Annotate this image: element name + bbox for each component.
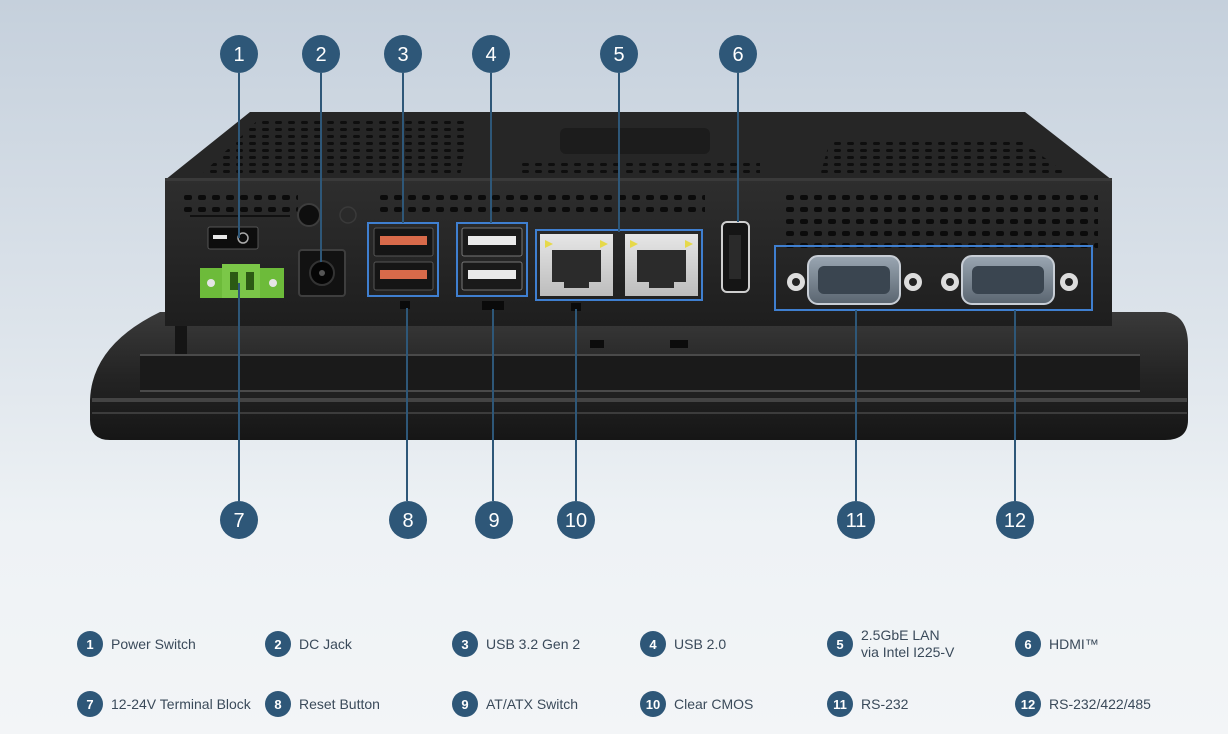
legend-badge: 1	[77, 631, 103, 657]
callout-6-num: 6	[732, 44, 743, 66]
callout-11: 11	[837, 501, 875, 539]
legend-badge: 6	[1015, 631, 1041, 657]
legend-label-text: HDMI™	[1049, 635, 1099, 652]
legend-label-text: AT/ATX Switch	[486, 695, 579, 712]
legend-label-text: Power Switch	[111, 635, 196, 652]
legend-label-text: 12-24V Terminal Block	[111, 695, 251, 712]
power-switch	[207, 226, 259, 250]
legend-item-dc-jack: 2 DC Jack	[265, 631, 352, 657]
callout-4-num: 4	[485, 44, 496, 66]
legend-label-text: RS-232/422/485	[1049, 695, 1151, 712]
legend-label: 12-24V Terminal Block	[111, 696, 251, 713]
legend-badge: 2	[265, 631, 291, 657]
legend-item-usb-3-2: 3 USB 3.2 Gen 2	[452, 631, 580, 657]
legend-label: RS-232	[861, 696, 908, 713]
legend-label: 2.5GbE LAN via Intel I225-V	[861, 627, 954, 661]
usb-3-2-ports	[367, 222, 439, 309]
callout-7-num: 7	[233, 510, 244, 532]
callout-5-num: 5	[613, 44, 624, 66]
legend-label-text: DC Jack	[299, 635, 352, 652]
legend-label: Power Switch	[111, 636, 196, 653]
callout-3-num: 3	[397, 44, 408, 66]
callout-8-num: 8	[402, 510, 413, 532]
callout-2: 2	[302, 35, 340, 73]
callout-7: 7	[220, 501, 258, 539]
legend-badge: 11	[827, 691, 853, 717]
legend-item-rs-232: 11 RS-232	[827, 691, 908, 717]
legend-item-terminal-block: 7 12-24V Terminal Block	[77, 691, 251, 717]
legend-label: Clear CMOS	[674, 696, 753, 713]
legend-item-at-atx-switch: 9 AT/ATX Switch	[452, 691, 578, 717]
legend-label-text: 2.5GbE LAN	[861, 627, 940, 643]
callout-9-num: 9	[488, 510, 499, 532]
callout-1: 1	[220, 35, 258, 73]
serial-ports	[774, 245, 1093, 311]
dc-jack	[297, 203, 357, 297]
legend: 1 Power Switch 2 DC Jack 3 USB 3.2 Gen 2…	[0, 600, 1228, 734]
callout-12-num: 12	[1004, 510, 1026, 532]
legend-label: RS-232/422/485	[1049, 696, 1151, 713]
legend-label: AT/ATX Switch	[486, 696, 578, 713]
legend-label: USB 3.2 Gen 2	[486, 636, 580, 653]
legend-item-hdmi: 6 HDMI™	[1015, 631, 1099, 657]
legend-badge: 7	[77, 691, 103, 717]
callout-10-num: 10	[565, 510, 587, 532]
legend-badge: 5	[827, 631, 853, 657]
callout-10: 10	[557, 501, 595, 539]
legend-item-lan: 5 2.5GbE LAN via Intel I225-V	[827, 627, 954, 661]
legend-badge: 3	[452, 631, 478, 657]
callout-2-num: 2	[315, 44, 326, 66]
legend-badge: 9	[452, 691, 478, 717]
legend-badge: 12	[1015, 691, 1041, 717]
legend-badge: 10	[640, 691, 666, 717]
legend-item-power-switch: 1 Power Switch	[77, 631, 196, 657]
hdmi-port	[721, 221, 750, 293]
legend-label-text: USB 3.2 Gen 2	[486, 635, 581, 652]
legend-item-rs-232-422-485: 12 RS-232/422/485	[1015, 691, 1151, 717]
callout-5: 5	[600, 35, 638, 73]
callout-11-num: 11	[846, 510, 867, 532]
leader-lines	[238, 73, 1016, 501]
legend-label: Reset Button	[299, 696, 380, 713]
legend-label-text: RS-232	[861, 695, 909, 712]
legend-label-text-2: via Intel I225-V	[861, 644, 955, 660]
callout-4: 4	[472, 35, 510, 73]
legend-label: HDMI™	[1049, 636, 1099, 653]
legend-label-text: Clear CMOS	[674, 695, 754, 712]
callout-12: 12	[996, 501, 1034, 539]
legend-item-clear-cmos: 10 Clear CMOS	[640, 691, 753, 717]
callout-3: 3	[384, 35, 422, 73]
callout-9: 9	[475, 501, 513, 539]
front-bezel	[90, 312, 1188, 440]
legend-label-text: USB 2.0	[674, 635, 727, 652]
legend-badge: 8	[265, 691, 291, 717]
callout-6: 6	[719, 35, 757, 73]
terminal-block	[200, 264, 284, 298]
usb-2-0-ports	[456, 222, 528, 310]
callout-8: 8	[389, 501, 427, 539]
legend-badge: 4	[640, 631, 666, 657]
legend-label-text: Reset Button	[299, 695, 380, 712]
legend-label: DC Jack	[299, 636, 352, 653]
legend-item-usb-2-0: 4 USB 2.0	[640, 631, 726, 657]
legend-label: USB 2.0	[674, 636, 726, 653]
lan-ports	[535, 229, 703, 311]
legend-item-reset-button: 8 Reset Button	[265, 691, 380, 717]
callout-1-num: 1	[233, 44, 244, 66]
